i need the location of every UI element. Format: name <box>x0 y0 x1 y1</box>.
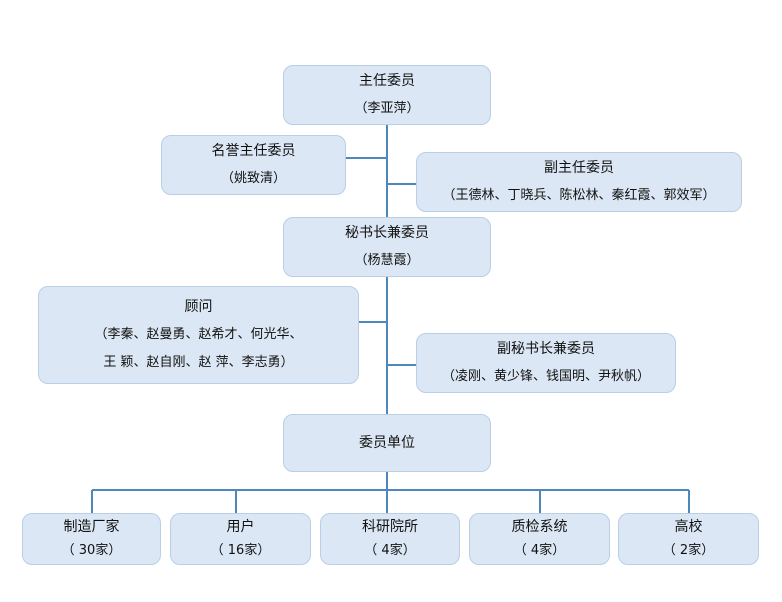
node-member-units-title: 委员单位 <box>359 435 415 451</box>
node-vice-secretary: 副秘书长兼委员 （凌刚、黄少锋、钱国明、尹秋帆） <box>416 333 676 393</box>
unit-name-1: 制造厂家 <box>63 519 120 535</box>
node-honorary-title: 名誉主任委员 <box>211 143 296 159</box>
unit-box-2: 用户 （ 16家） <box>170 513 311 565</box>
unit-count-3: （ 4家） <box>364 543 416 558</box>
node-advisor-title: 顾问 <box>184 299 213 315</box>
unit-name-3: 科研院所 <box>362 519 418 535</box>
node-vice-secretary-sub: （凌刚、黄少锋、钱国明、尹秋帆） <box>441 369 650 384</box>
node-advisor-sub-line-1: （李秦、赵曼勇、赵希才、何光华、 <box>94 327 303 342</box>
node-secretary-title: 秘书长兼委员 <box>345 225 429 241</box>
node-chair-title: 主任委员 <box>359 73 415 89</box>
node-vice-sub: （王德林、丁晓兵、陈松林、秦红霞、郭效军） <box>442 188 716 203</box>
unit-name-4: 质检系统 <box>511 519 568 535</box>
unit-name-5: 高校 <box>674 519 703 535</box>
node-vice: 副主任委员 （王德林、丁晓兵、陈松林、秦红霞、郭效军） <box>416 152 742 212</box>
node-vice-title: 副主任委员 <box>544 160 614 176</box>
node-secretary-sub: （杨慧霞） <box>354 253 420 268</box>
unit-count-2: （ 16家） <box>210 543 271 558</box>
node-vice-secretary-title: 副秘书长兼委员 <box>497 341 595 357</box>
node-chair: 主任委员 （李亚萍） <box>283 65 491 125</box>
unit-count-5: （ 2家） <box>662 543 715 558</box>
unit-count-4: （ 4家） <box>513 543 566 558</box>
node-honorary-sub: （姚致清） <box>220 171 286 186</box>
unit-box-3: 科研院所 （ 4家） <box>320 513 460 565</box>
node-secretary: 秘书长兼委员 （杨慧霞） <box>283 217 491 277</box>
unit-box-4: 质检系统 （ 4家） <box>469 513 610 565</box>
node-member-units: 委员单位 <box>283 414 491 472</box>
unit-count-1: （ 30家） <box>61 543 122 558</box>
unit-box-5: 高校 （ 2家） <box>618 513 759 565</box>
node-chair-sub: （李亚萍） <box>354 101 420 116</box>
unit-box-1: 制造厂家 （ 30家） <box>22 513 161 565</box>
unit-name-2: 用户 <box>226 519 255 535</box>
node-advisor-sub-line-2: 王 颖、赵自刚、赵 萍、李志勇） <box>103 355 294 370</box>
node-honorary: 名誉主任委员 （姚致清） <box>161 135 346 195</box>
node-advisor: 顾问 （李秦、赵曼勇、赵希才、何光华、 王 颖、赵自刚、赵 萍、李志勇） <box>38 286 359 384</box>
